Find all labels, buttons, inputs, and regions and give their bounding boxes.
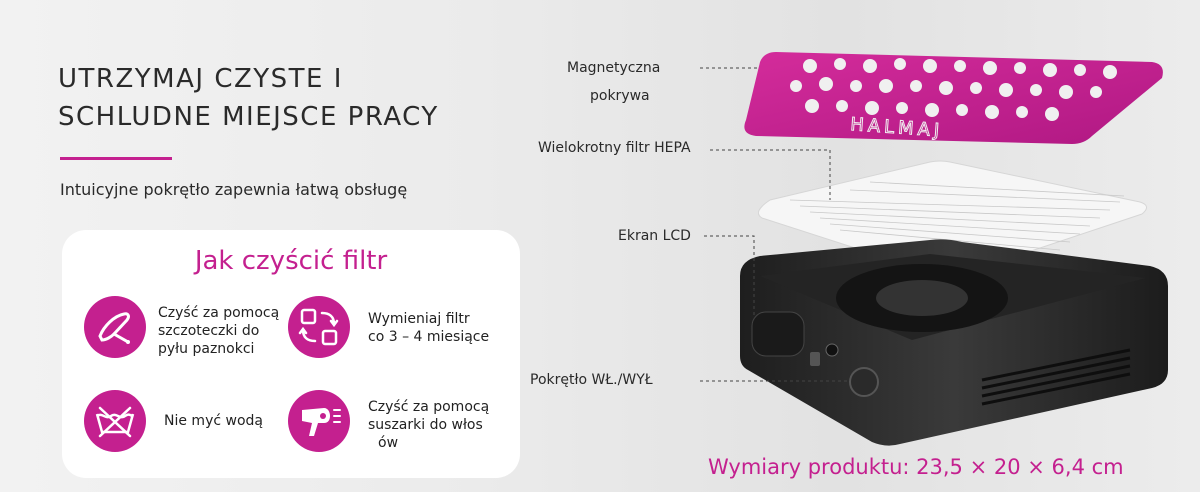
label-magnetic-cover-1: Magnetyczna (567, 60, 661, 76)
tip-dryer-line-2: suszarki do włos (368, 417, 483, 433)
brush-icon (84, 296, 146, 358)
power-jack (825, 343, 839, 357)
label-lcd: Ekran LCD (618, 228, 691, 244)
tip-brush-line-3: pyłu paznokci (158, 341, 255, 357)
headline: UTRZYMAJ CZYSTE I SCHLUDNE MIEJSCE PRACY (58, 60, 578, 136)
tip-dryer-line-1: Czyść za pomocą (368, 399, 490, 415)
magnetic-cover: HALMAJ (744, 52, 1163, 144)
filter-cleaning-card: Jak czyścić filtr Czyść za pomocą szczot… (62, 230, 520, 478)
lcd-screen (751, 311, 805, 357)
tip-no-wash-line-1: Nie myć wodą (164, 413, 263, 429)
label-hepa-filter: Wielokrotny filtr HEPA (538, 140, 691, 156)
tip-replace-line-1: Wymieniaj filtr (368, 311, 470, 327)
label-magnetic-cover-2: pokrywa (590, 88, 650, 104)
usb-port (810, 352, 820, 366)
label-knob: Pokrętło WŁ./WYŁ (530, 372, 653, 388)
device-body (740, 239, 1168, 446)
subtitle: Intuicyjne pokrętło zapewnia łatwą obsłu… (60, 180, 408, 199)
headline-line-2: SCHLUDNE MIEJSCE PRACY (58, 102, 439, 132)
no-wash-icon (84, 390, 146, 452)
callout-lines (700, 67, 850, 382)
vent-slots (981, 348, 1131, 406)
tip-replace-line-2: co 3 – 4 miesiące (368, 329, 490, 345)
replace-arrows-icon (288, 296, 350, 358)
accent-divider (60, 157, 172, 160)
power-knob[interactable] (849, 367, 879, 397)
product-dimensions: Wymiary produktu: 23,5 × 20 × 6,4 cm (708, 455, 1124, 479)
air-purifier-illustration: HALMAJ (700, 52, 1168, 446)
card-title: Jak czyścić filtr (194, 246, 388, 276)
tip-brush-line-2: szczoteczki do (158, 323, 260, 339)
headline-line-1: UTRZYMAJ CZYSTE I (58, 64, 343, 94)
tip-brush-line-1: Czyść za pomocą (158, 305, 280, 321)
hair-dryer-icon (288, 390, 350, 452)
tip-dryer-line-3: ów (378, 435, 399, 451)
